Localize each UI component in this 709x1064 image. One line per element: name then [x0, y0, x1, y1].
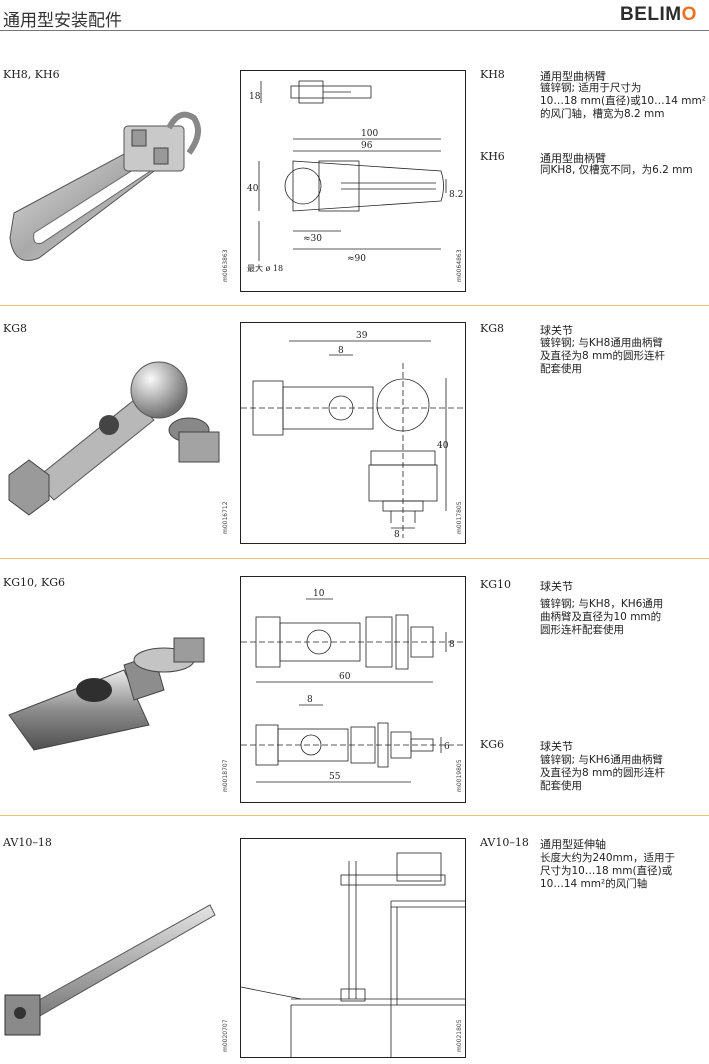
product-desc-kh6: 同KH8, 仅槽宽不同，为6.2 mm — [540, 164, 693, 176]
product-desc-kg10: 镀锌钢; 与KH8，KH6通用 曲柄臂及直径为10 mm的 圆形连杆配套使用 — [540, 598, 664, 636]
dim-18-label: 18 — [249, 92, 261, 102]
kg8-ball-joint-photo — [8, 361, 220, 516]
av-extension-shaft-photo — [4, 904, 216, 1036]
section-label-av: AV10–18 — [3, 836, 52, 849]
dim-96-label: 96 — [361, 141, 373, 151]
dim-39-label: 39 — [356, 331, 368, 341]
dim-55-label: 55 — [329, 772, 341, 782]
product-name-kg10: 球关节 — [540, 580, 573, 593]
product-desc-av10-18: 长度大约为240mm，适用于 尺寸为10…18 mm(直径)或 10…14 mm… — [540, 852, 675, 890]
drawing-code-kg8: m0017805 — [456, 501, 463, 534]
photo-code-av: m0020707 — [222, 1019, 229, 1052]
dim-8-kg10-label: 8 — [449, 640, 455, 650]
av-installation-drawing — [240, 838, 466, 1058]
section-label-kg8: KG8 — [3, 322, 28, 335]
page-title: 通用型安装配件 — [3, 11, 122, 31]
product-desc-kg8: 镀锌钢; 与KH8通用曲柄臂 及直径为8 mm的圆形连杆 配套使用 — [540, 337, 665, 375]
dim-40-label: 40 — [437, 441, 449, 451]
drawing-code-av: m0021805 — [456, 1019, 463, 1052]
dim-8-top-label: 8 — [338, 346, 344, 356]
dim-100-label: 100 — [361, 129, 378, 139]
product-code-kg10: KG10 — [480, 578, 512, 591]
product-code-kh8: KH8 — [480, 68, 505, 81]
drawing-code-kh: m0064863 — [456, 249, 463, 282]
kg10-kg6-dimension-drawing: 10 8 60 8 6 55 — [240, 576, 466, 803]
dim-10-label: 10 — [313, 589, 325, 599]
product-name-kg8: 球关节 — [540, 324, 573, 337]
product-code-kg8: KG8 — [480, 322, 505, 335]
photo-code-kg10: m0018707 — [222, 759, 229, 792]
dim-8-kg6-label: 8 — [307, 695, 313, 705]
dim-60-label: 60 — [339, 672, 351, 682]
kg10-ball-joint-photo — [8, 637, 205, 751]
section-label-kg10-kg6: KG10, KG6 — [3, 576, 65, 589]
section-divider — [0, 305, 709, 306]
belimo-logo: BELIMO — [620, 4, 697, 25]
product-name-kg6: 球关节 — [540, 740, 573, 753]
kg8-dimension-drawing: 39 8 40 8 — [240, 322, 466, 544]
kh-dimension-drawing: 18 100 96 40 最大 ø 18 ≈30 ≈90 8.2 — [240, 70, 466, 292]
product-desc-kg6: 镀锌钢; 与KH6通用曲柄臂 及直径为8 mm的圆形连杆 配套使用 — [540, 754, 665, 792]
product-desc-kh8: 镀锌钢; 适用于尺寸为 10…18 mm(直径)或10…14 mm² 的风门轴，… — [540, 82, 706, 120]
drawing-code-kg10: m0019805 — [456, 759, 463, 792]
product-name-kh6: 通用型曲柄臂 — [540, 152, 606, 165]
kh-crank-arm-photo — [9, 111, 201, 261]
product-code-av10-18: AV10–18 — [480, 836, 529, 849]
product-code-kg6: KG6 — [480, 738, 505, 751]
product-code-kh6: KH6 — [480, 150, 505, 163]
section-divider — [0, 815, 709, 816]
photo-code-kh: m0063863 — [222, 249, 229, 282]
product-name-av10-18: 通用型延伸轴 — [540, 838, 606, 851]
dim-6-label: 6 — [444, 742, 450, 752]
dim-82-label: 8.2 — [449, 190, 463, 200]
section-divider — [0, 558, 709, 559]
section-label-kh: KH8, KH6 — [3, 68, 60, 81]
dim-40-label: 40 — [247, 184, 259, 194]
dim-30-label: ≈30 — [303, 234, 322, 244]
header-divider — [0, 30, 709, 31]
dim-max-dia-label: 最大 ø 18 — [247, 263, 283, 273]
dim-8-bottom-label: 8 — [394, 530, 400, 540]
product-name-kh8: 通用型曲柄臂 — [540, 70, 606, 83]
dim-90-label: ≈90 — [347, 254, 366, 264]
photo-code-kg8: m0016712 — [222, 501, 229, 534]
